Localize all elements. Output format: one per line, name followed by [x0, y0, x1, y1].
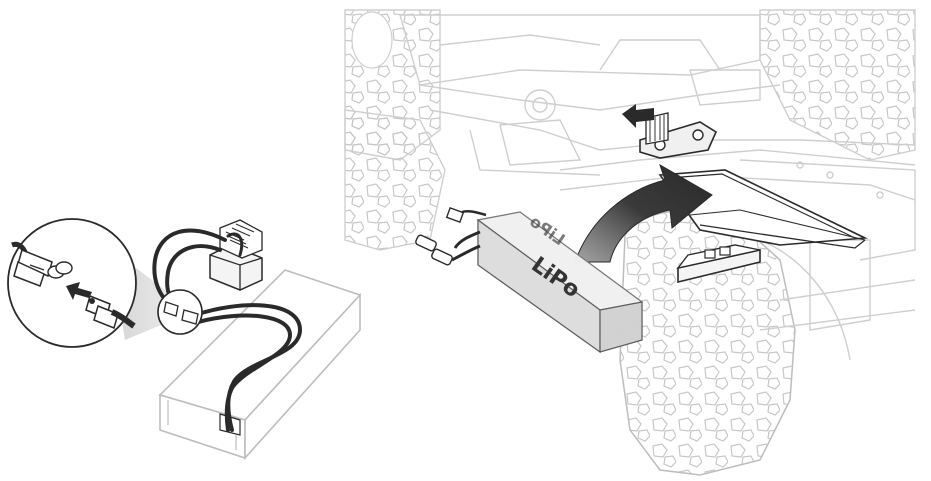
- front-right-tire: [759, 9, 916, 161]
- chassis-frame: [399, 14, 916, 331]
- left-arrow-icon: [66, 282, 92, 300]
- battery-strap: [676, 244, 761, 284]
- battery-latch: [639, 112, 718, 159]
- battery-leads: [415, 207, 487, 266]
- battery-tray: [658, 169, 868, 249]
- connector-callout: [7, 218, 137, 348]
- chassis-scene: LiPo LiPo: [344, 9, 916, 476]
- battery-pack: [158, 269, 362, 461]
- connector-detail-ring: [157, 289, 203, 335]
- esc-unit: [209, 219, 263, 291]
- left-arrow-icon: [622, 104, 654, 128]
- esc-connection-scene: [7, 218, 362, 461]
- lipo-battery: LiPo LiPo: [476, 211, 644, 354]
- curved-arrow-icon: [574, 163, 713, 263]
